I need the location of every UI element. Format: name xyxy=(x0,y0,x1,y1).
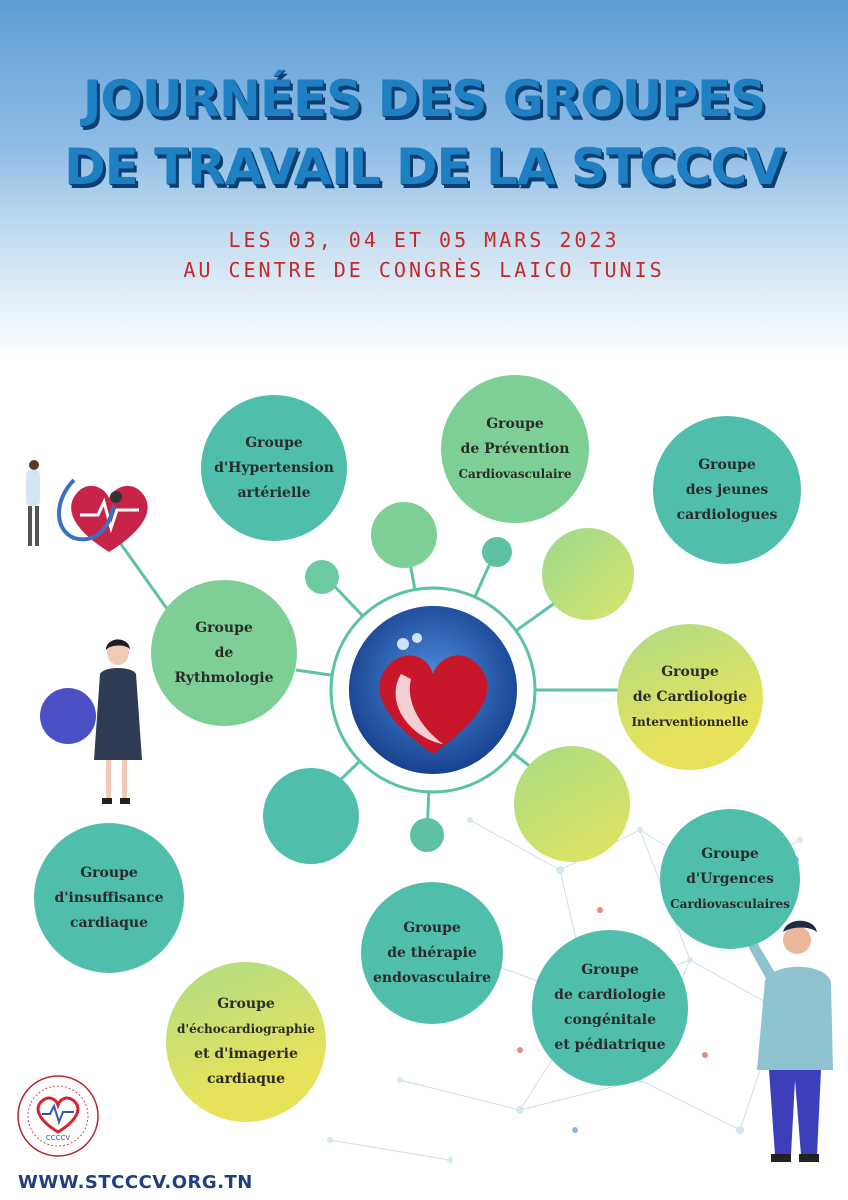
group-label: artérielle xyxy=(237,484,311,501)
group-label: Groupe xyxy=(698,456,756,473)
group-label: de thérapie xyxy=(387,944,477,961)
title-line-1: JOURNÉES DES GROUPES xyxy=(82,70,766,128)
group-label: de Prévention xyxy=(460,440,570,457)
subtitle-venue: AU CENTRE DE CONGRÈS LAICO TUNIS xyxy=(183,258,665,282)
group-insuffisance-cardiaque[interactable]: Groupe d'insuffisance cardiaque xyxy=(34,823,184,973)
ccccv-logo-icon: CCCCV xyxy=(17,1075,99,1157)
group-label: et pédiatrique xyxy=(554,1037,666,1053)
group-label: congénitale xyxy=(564,1012,656,1028)
group-cardiologie-congenitale[interactable]: Groupe de cardiologie congénitale et péd… xyxy=(532,930,688,1086)
website-link[interactable]: WWW.STCCCV.ORG.TN xyxy=(18,1172,253,1193)
group-label: d'Urgences xyxy=(686,870,774,887)
group-echocardiographie[interactable]: Groupe d'échocardiographie et d'imagerie… xyxy=(166,962,326,1122)
small-dot xyxy=(542,528,634,620)
group-therapie-endovasculaire[interactable]: Groupe de thérapie endovasculaire xyxy=(361,882,503,1024)
small-dot xyxy=(410,818,444,852)
group-label: d'Hypertension xyxy=(214,459,334,476)
subtitle-dates: LES 03, 04 ET 05 MARS 2023 xyxy=(228,228,620,252)
group-label: Groupe xyxy=(217,996,275,1012)
group-rythmologie[interactable]: Groupe de Rythmologie xyxy=(151,580,297,726)
group-cardiologie-interventionnelle[interactable]: Groupe de Cardiologie Interventionnelle xyxy=(617,624,763,770)
title-line-2: DE TRAVAIL DE LA STCCCV xyxy=(64,138,785,196)
group-label: cardiaque xyxy=(206,1071,286,1087)
small-dot xyxy=(482,537,512,567)
small-dot xyxy=(305,560,339,594)
group-label: Groupe xyxy=(701,845,759,862)
group-urgences[interactable]: Groupe d'Urgences Cardiovasculaires xyxy=(660,809,800,949)
group-label: Groupe xyxy=(195,619,253,636)
group-label: d'insuffisance xyxy=(54,889,164,906)
group-label: Groupe xyxy=(403,919,461,936)
group-label: Groupe xyxy=(661,663,719,680)
group-label: Interventionnelle xyxy=(631,714,749,729)
group-label: cardiologues xyxy=(676,506,778,523)
group-label: Groupe xyxy=(486,415,544,432)
group-label: Rythmologie xyxy=(174,669,274,686)
heart-logo-icon xyxy=(349,606,517,774)
group-prevention[interactable]: Groupe de Prévention Cardiovasculaire xyxy=(441,375,589,523)
group-jeunes-cardiologues[interactable]: Groupe des jeunes cardiologues xyxy=(653,416,801,564)
small-dot xyxy=(514,746,630,862)
woman-illustration xyxy=(94,639,142,804)
group-label: de cardiologie xyxy=(554,987,666,1003)
group-label: endovasculaire xyxy=(373,969,491,986)
group-label: Groupe xyxy=(245,434,303,451)
group-hypertension[interactable]: Groupe d'Hypertension artérielle xyxy=(201,395,347,541)
group-label: de Cardiologie xyxy=(632,688,748,705)
group-label: Groupe xyxy=(581,962,639,978)
group-label: de xyxy=(214,644,234,661)
logo-name: CCCCV xyxy=(46,1134,71,1142)
man-illustration xyxy=(739,920,833,1162)
group-label: des jeunes xyxy=(685,481,769,498)
small-dot xyxy=(371,502,437,568)
group-label: d'échocardiographie xyxy=(177,1022,315,1036)
heart-stethoscope-icon xyxy=(26,460,148,552)
group-label: Groupe xyxy=(80,864,138,881)
group-label: et d'imagerie xyxy=(194,1046,298,1062)
purple-dot xyxy=(40,688,96,744)
group-label: Cardiovasculaires xyxy=(670,896,790,911)
small-dot xyxy=(263,768,359,864)
group-label: Cardiovasculaire xyxy=(458,466,572,481)
group-label: cardiaque xyxy=(69,914,149,931)
